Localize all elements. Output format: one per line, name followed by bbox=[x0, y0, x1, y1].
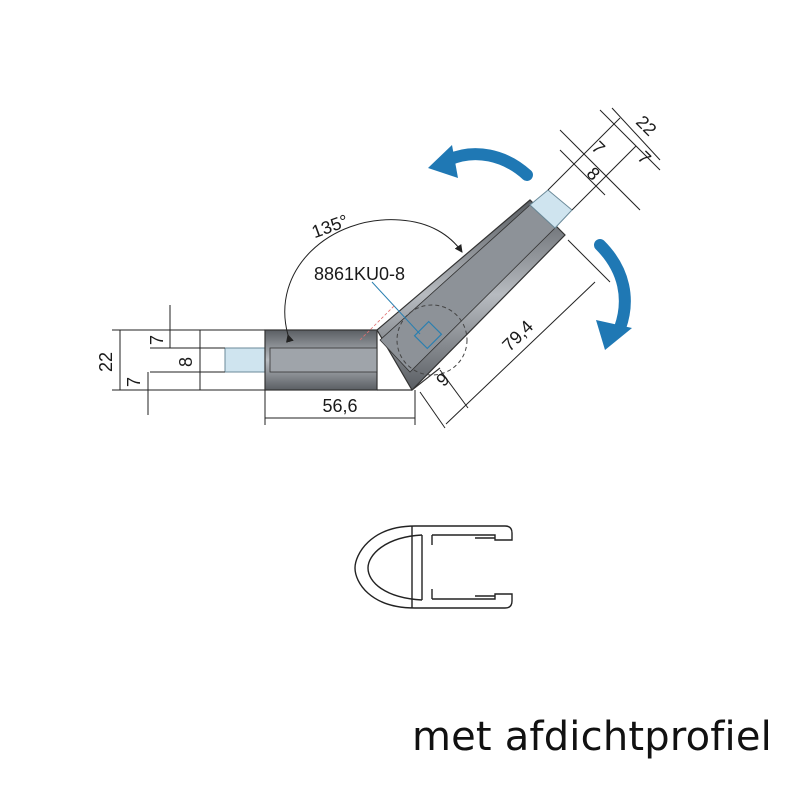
dim-top-c: 7 bbox=[634, 147, 655, 168]
dim-left-mid: 8 bbox=[176, 357, 196, 367]
rotate-down-arrowhead bbox=[596, 320, 632, 350]
angled-dimensions bbox=[419, 239, 611, 429]
rotate-up-arrow bbox=[442, 148, 533, 181]
angle-helper-line bbox=[359, 304, 396, 341]
angled-profile bbox=[376, 199, 566, 391]
left-profile bbox=[264, 329, 378, 391]
bottom-dimension bbox=[264, 390, 416, 425]
part-code-label: 8861KU0-8 bbox=[314, 264, 405, 284]
top-dimensions bbox=[547, 107, 661, 211]
left-glass-panel bbox=[224, 347, 271, 373]
caption: met afdichtprofiel bbox=[411, 714, 772, 760]
dim-top-total: 22 bbox=[632, 112, 660, 140]
rotate-down-arrow bbox=[594, 239, 631, 334]
dim-left-total: 22 bbox=[96, 352, 116, 372]
dim-top-a: 7 bbox=[588, 137, 609, 158]
left-dimensions bbox=[112, 305, 265, 415]
rotate-up-arrowhead bbox=[428, 145, 458, 178]
dim-gap: 9 bbox=[432, 369, 453, 390]
seal-profile bbox=[354, 525, 513, 609]
angle-arc bbox=[284, 219, 463, 343]
dim-left-bottom: 7 bbox=[124, 377, 144, 387]
dim-bottom-length: 56,6 bbox=[322, 396, 357, 416]
dim-left-top: 7 bbox=[147, 335, 167, 345]
angle-label: 135° bbox=[309, 211, 351, 243]
dim-arm-length: 79,4 bbox=[498, 316, 537, 355]
